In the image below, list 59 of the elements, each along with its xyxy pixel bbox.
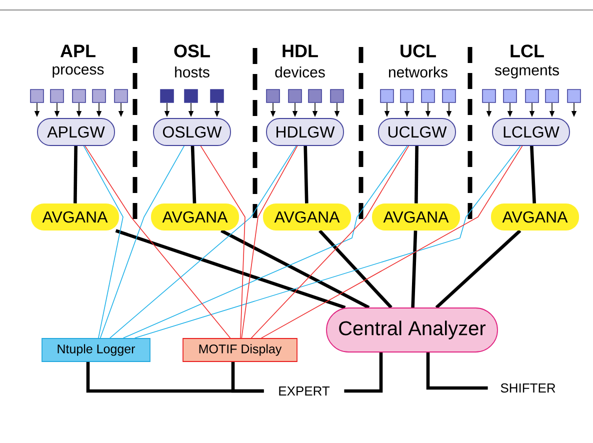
connector-line [220,229,370,309]
device-square [421,89,435,103]
column-subheading: networks [388,66,448,78]
column-heading: LCL [510,44,544,58]
connector-line [231,362,264,393]
device-square [114,89,128,103]
column-heading: OSL [174,44,210,58]
connector-line [134,146,521,338]
device-square [308,89,322,103]
connector-line [318,230,392,309]
connector-line [190,146,196,204]
device-square [442,89,456,103]
column-heading: APL [60,44,96,58]
column-heading: UCL [400,44,436,58]
column-subheading: process [52,66,104,78]
device-square [545,89,559,103]
device-square [380,89,394,103]
connector-line [241,146,298,338]
connector-line [411,230,418,308]
device-square [184,89,198,103]
device-square [72,89,86,103]
device-square [30,89,44,103]
device-square [482,89,496,103]
device-square [503,89,517,103]
connector-line [260,146,523,338]
display-box: MOTIF Display [182,338,298,362]
device-square [330,89,344,103]
device-square [400,89,414,103]
device-square [160,89,174,103]
connector-line [110,146,297,338]
central-analyzer-box: Central Analyzer [326,308,498,352]
connector-line [250,146,410,338]
connector-line [83,146,124,338]
connector-line [74,146,78,204]
column-subheading: hosts [175,66,210,78]
connector-line [435,229,522,309]
device-square [92,89,106,103]
device-square [525,89,539,103]
device-square [210,89,224,103]
connector-line [344,352,383,393]
connector-line [530,146,536,204]
connector-line [100,146,185,338]
connector-line [414,146,418,204]
connector-line [200,146,246,338]
role-label: SHIFTER [500,383,556,393]
connector-line [115,229,346,310]
device-square [266,89,280,103]
logger-box: Ntuple Logger [42,338,150,362]
connector-line [122,146,408,338]
connector-line [304,146,308,204]
role-label: EXPERT [279,386,330,396]
column-subheading: devices [275,66,325,78]
connector-line [84,146,231,338]
column-heading: HDL [282,44,318,58]
device-square [567,89,581,103]
device-square [288,89,302,103]
connector-line [426,352,488,390]
device-square [50,89,64,103]
column-subheading: segments [494,66,559,78]
